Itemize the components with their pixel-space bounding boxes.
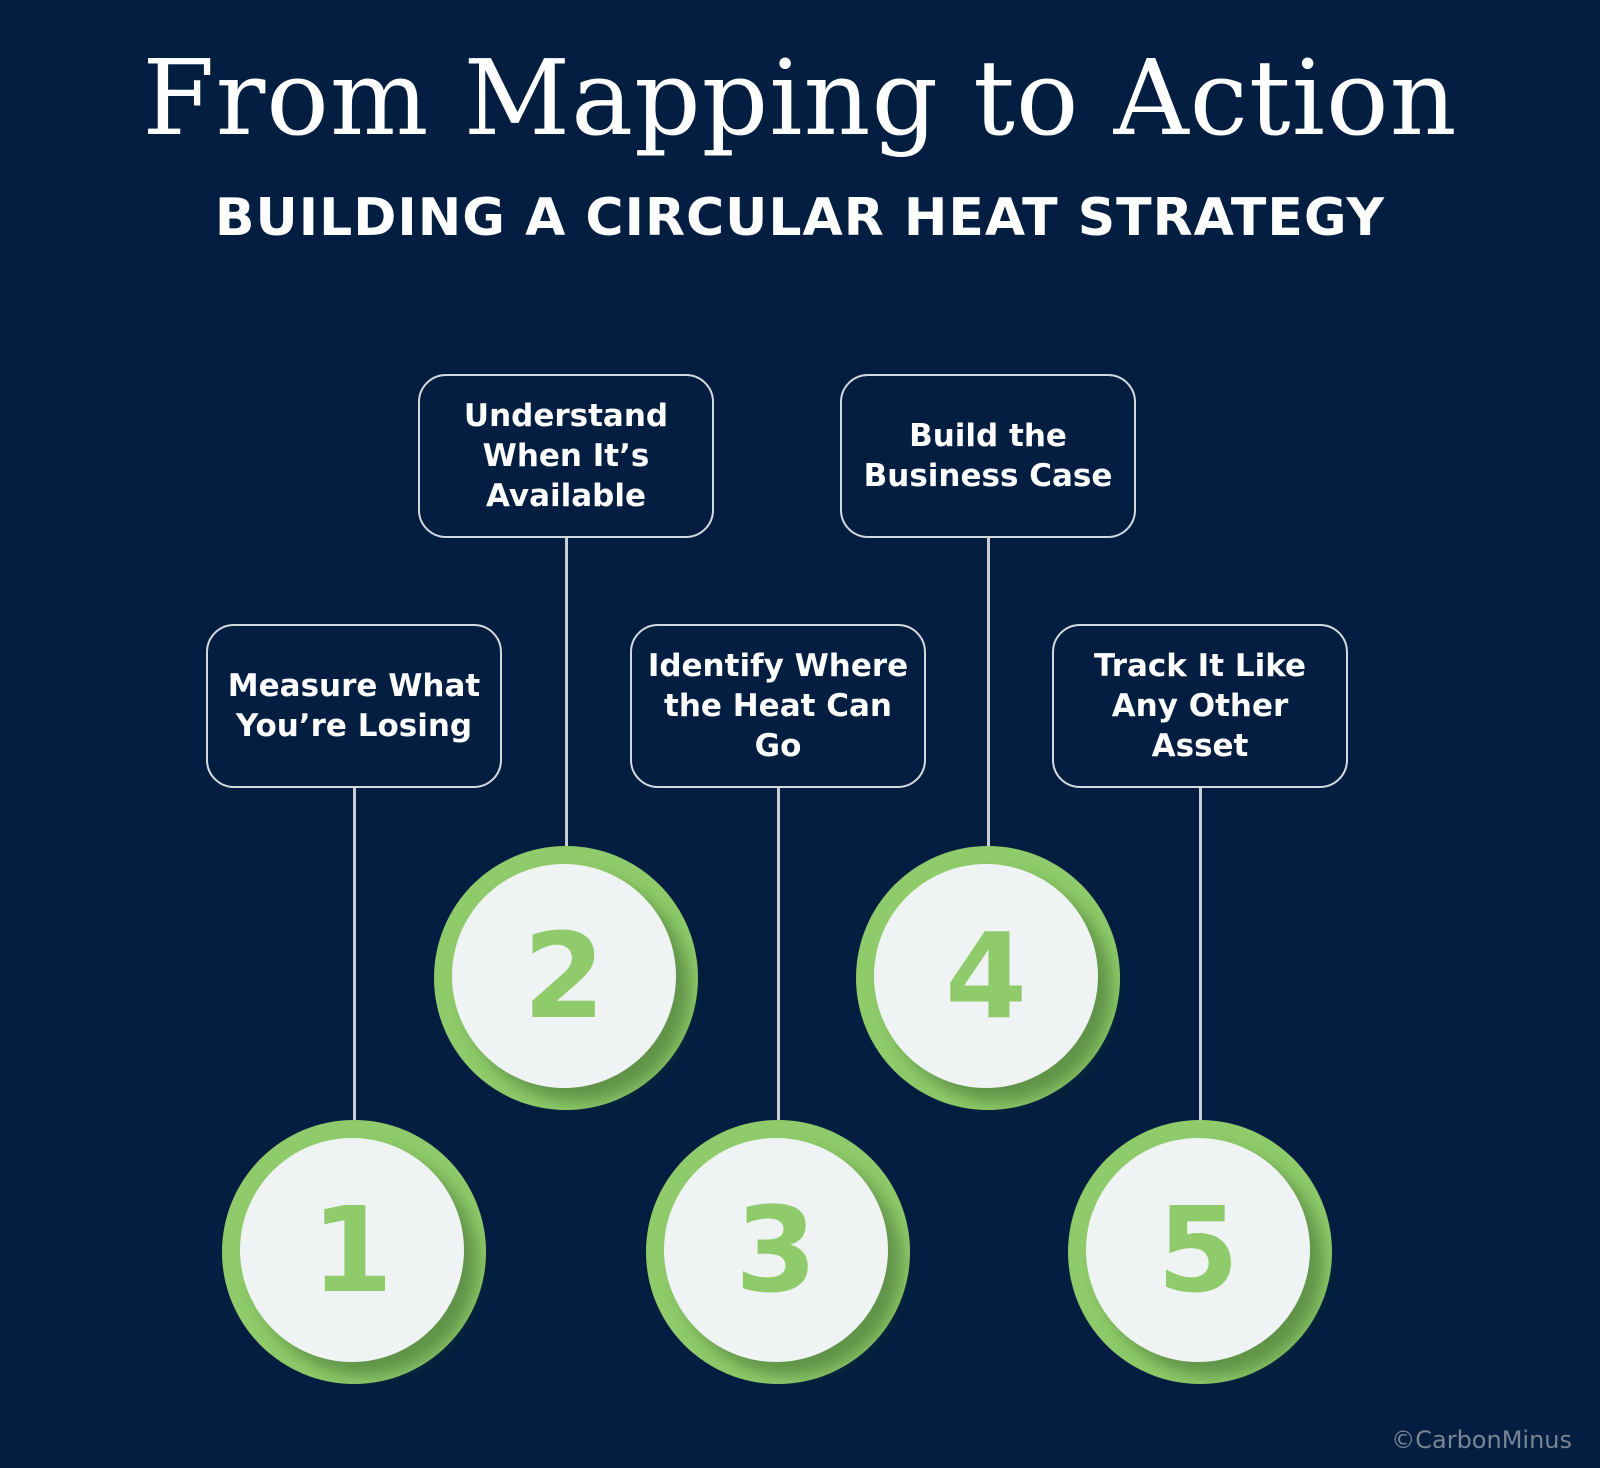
step-5-circle: 5 bbox=[1068, 1120, 1332, 1384]
connector-line bbox=[777, 788, 780, 1120]
step-label: Build the Business Case bbox=[863, 418, 1113, 494]
step-number: 5 bbox=[1086, 1138, 1310, 1362]
step-label: Measure What You’re Losing bbox=[227, 668, 481, 744]
connector-line bbox=[565, 538, 568, 848]
connector-line bbox=[1199, 788, 1202, 1120]
copyright: ©CarbonMinus bbox=[1391, 1426, 1572, 1454]
step-5-box: Track It Like Any Other Asset bbox=[1052, 624, 1348, 788]
step-label: Track It Like Any Other Asset bbox=[1093, 648, 1307, 764]
step-1-circle: 1 bbox=[222, 1120, 486, 1384]
step-number: 1 bbox=[240, 1138, 464, 1362]
step-2-circle: 2 bbox=[434, 846, 698, 1110]
step-number: 3 bbox=[664, 1138, 888, 1362]
step-label: Understand When It’s Available bbox=[463, 398, 669, 514]
step-2-box: Understand When It’s Available bbox=[418, 374, 714, 538]
step-3-circle: 3 bbox=[646, 1120, 910, 1384]
page-title: From Mapping to Action bbox=[142, 37, 1458, 159]
connector-line bbox=[987, 538, 990, 848]
step-3-box: Identify Where the Heat Can Go bbox=[630, 624, 926, 788]
connector-line bbox=[353, 788, 356, 1120]
step-number: 2 bbox=[452, 864, 676, 1088]
step-label: Identify Where the Heat Can Go bbox=[647, 648, 909, 764]
step-4-circle: 4 bbox=[856, 846, 1120, 1110]
step-1-box: Measure What You’re Losing bbox=[206, 624, 502, 788]
step-4-box: Build the Business Case bbox=[840, 374, 1136, 538]
page-subtitle: BUILDING A CIRCULAR HEAT STRATEGY bbox=[214, 188, 1386, 248]
step-number: 4 bbox=[874, 864, 1098, 1088]
